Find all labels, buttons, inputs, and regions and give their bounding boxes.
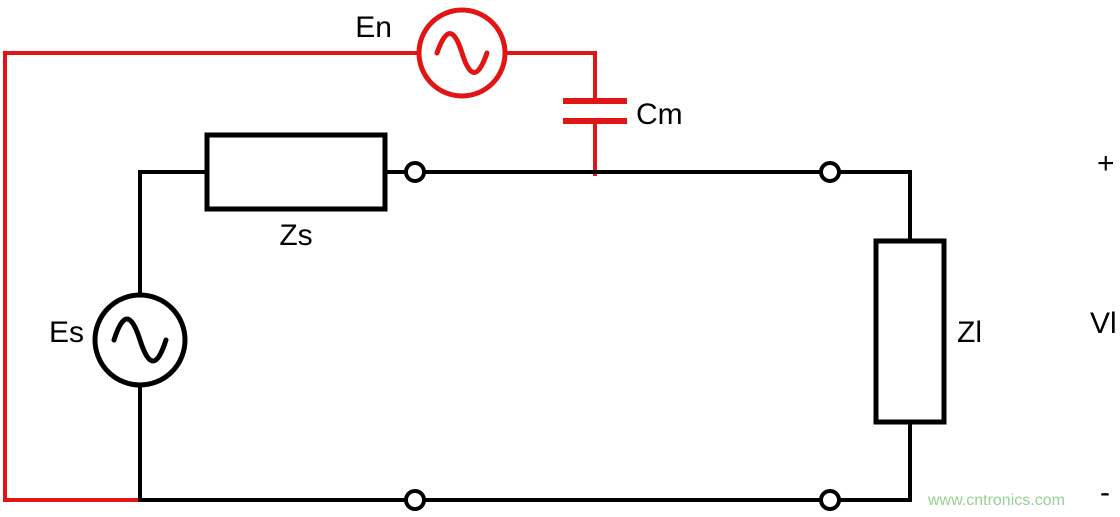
- impedance-box-zs: [204, 132, 388, 212]
- signal-source-es: [92, 292, 188, 388]
- noise-source-label: En: [355, 11, 392, 44]
- coupling-capacitor-cm: [563, 98, 627, 124]
- load-impedance-label: Zl: [957, 316, 982, 349]
- terminal-node-top-right: [819, 161, 841, 183]
- source-impedance-label: Zs: [279, 219, 312, 252]
- noise-loop-wire-left: [3, 51, 421, 502]
- signal-wire-top-right: [838, 170, 912, 243]
- ac-sine-icon-en: [434, 31, 490, 75]
- noise-wire-en-to-cm: [503, 51, 597, 102]
- watermark-text: www.cntronics.com: [927, 492, 1065, 509]
- noise-source-en: [416, 7, 508, 99]
- load-minus-label: -: [1100, 476, 1110, 509]
- terminal-node-bottom-left: [404, 489, 426, 511]
- signal-wire-top-left: [138, 170, 209, 298]
- load-voltage-label: Vl: [1090, 307, 1117, 340]
- ac-sine-icon-es: [111, 316, 169, 364]
- coupling-capacitor-label: Cm: [636, 98, 683, 131]
- load-plus-label: +: [1097, 147, 1115, 180]
- terminal-node-bottom-right: [819, 489, 841, 511]
- impedance-box-zl: [873, 238, 947, 425]
- signal-source-label: Es: [49, 316, 84, 349]
- terminal-node-top-left: [404, 161, 426, 183]
